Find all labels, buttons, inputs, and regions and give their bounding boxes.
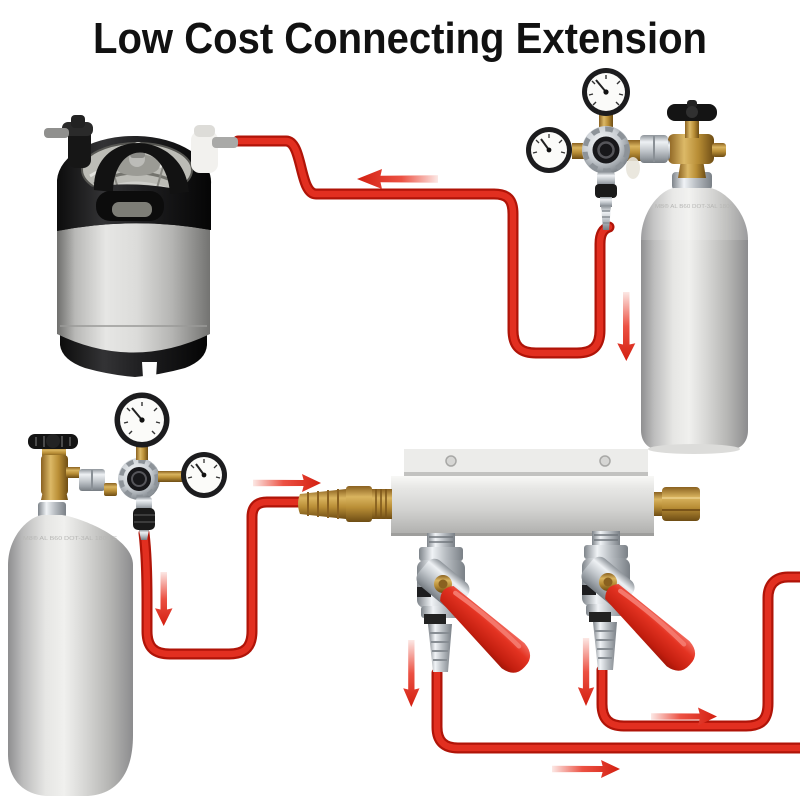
svg-text:Low Cost Connecting Extension: Low Cost Connecting Extension [93,14,707,63]
svg-text:M8® AL B60 DOT-3AL 1800 S: M8® AL B60 DOT-3AL 1800 S [23,535,117,542]
svg-text:MB® AL B60 DOT-3AL 1800: MB® AL B60 DOT-3AL 1800 [655,203,733,210]
